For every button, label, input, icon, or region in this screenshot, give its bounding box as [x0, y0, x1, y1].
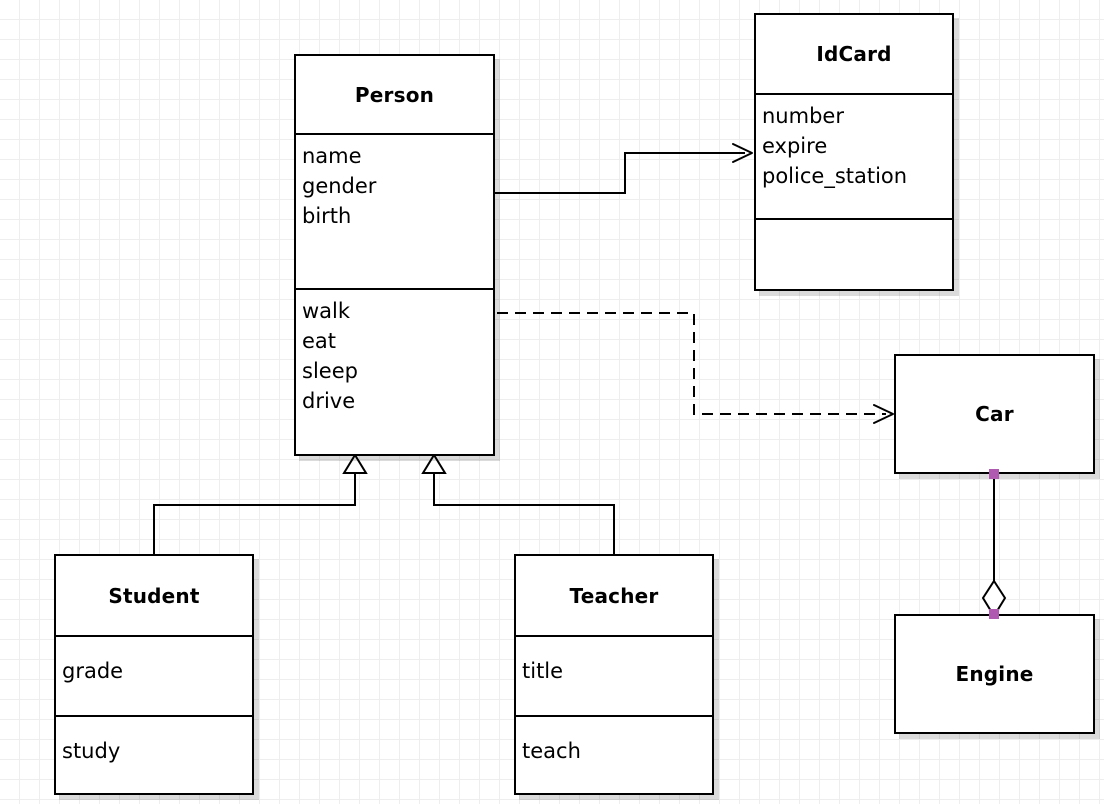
operation-item: sleep: [302, 359, 358, 383]
class-operations-teacher: teach: [516, 715, 712, 795]
relationship-car-engine: [981, 474, 1007, 618]
uml-class-student[interactable]: Student grade study: [54, 554, 254, 795]
uml-class-idcard[interactable]: IdCard number expire police_station: [754, 13, 954, 291]
operation-item: teach: [522, 739, 581, 763]
class-title-car: Car: [975, 402, 1014, 426]
operation-item: eat: [302, 329, 337, 353]
class-title-teacher: Teacher: [569, 583, 659, 608]
attribute-item: number: [762, 104, 844, 128]
class-title-idcard: IdCard: [816, 42, 892, 66]
class-attributes-person: name gender birth: [296, 133, 493, 288]
uml-class-engine[interactable]: Engine: [894, 614, 1095, 734]
attribute-item: grade: [62, 659, 124, 683]
class-operations-person: walk eat sleep drive: [296, 288, 493, 454]
attribute-item: title: [522, 659, 564, 683]
connection-handle-car-bottom[interactable]: [989, 469, 999, 479]
attribute-item: gender: [302, 174, 377, 198]
hollow-triangle-icon: [421, 453, 447, 474]
class-attributes-idcard: number expire police_station: [756, 93, 952, 218]
class-title-engine: Engine: [955, 662, 1034, 686]
class-title-person: Person: [354, 82, 435, 107]
uml-class-car[interactable]: Car: [894, 354, 1095, 474]
open-arrowhead-icon: [732, 143, 753, 163]
hollow-triangle-icon: [342, 453, 368, 474]
uml-class-teacher[interactable]: Teacher title teach: [514, 554, 714, 795]
class-operations-idcard: [756, 218, 952, 289]
class-title-student: Student: [108, 583, 200, 608]
attribute-item: expire: [762, 134, 828, 158]
operation-item: drive: [302, 389, 356, 413]
class-operations-student: study: [56, 715, 252, 795]
attribute-item: police_station: [762, 164, 908, 188]
operation-item: study: [62, 739, 121, 763]
relationship-person-idcard: [495, 143, 753, 194]
connection-handle-engine-top[interactable]: [989, 609, 999, 619]
relationship-student-person: [153, 453, 368, 554]
uml-class-person[interactable]: Person name gender birth walk eat sleep …: [294, 54, 495, 456]
relationship-teacher-person: [421, 453, 615, 554]
relationship-person-car: [497, 312, 894, 424]
operation-item: walk: [302, 299, 351, 323]
attribute-item: birth: [302, 204, 352, 228]
attribute-item: name: [302, 144, 362, 168]
open-arrowhead-icon: [873, 404, 894, 424]
class-attributes-student: grade: [56, 635, 252, 715]
class-attributes-teacher: title: [516, 635, 712, 715]
